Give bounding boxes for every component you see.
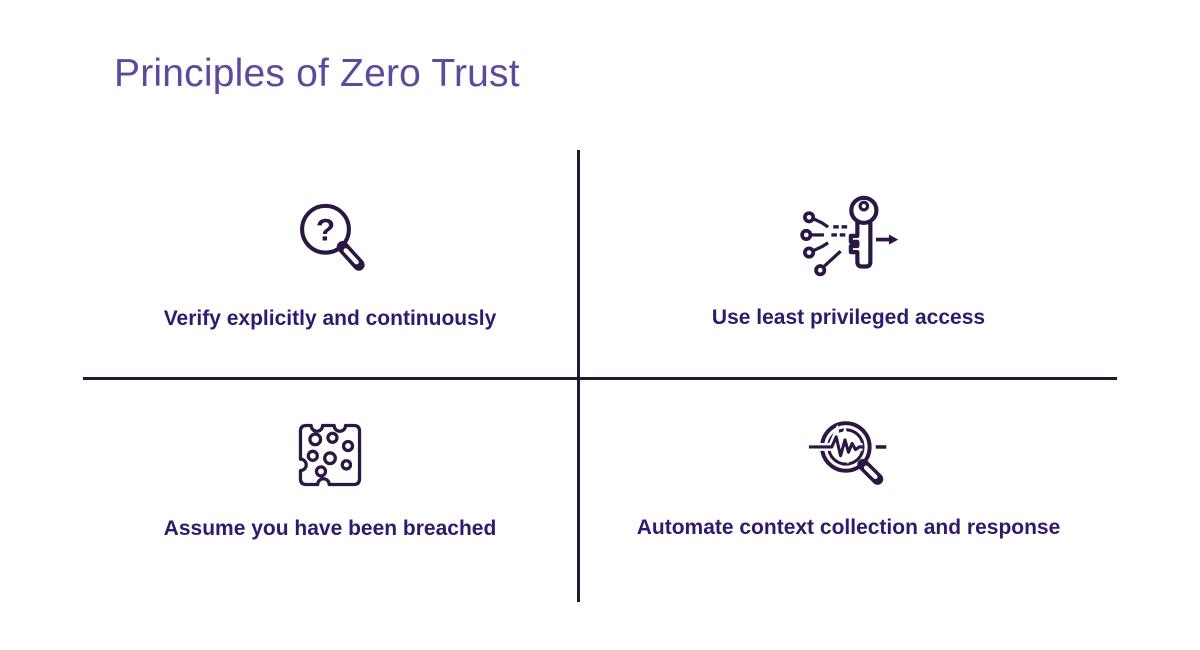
quadrant-label: Use least privileged access	[711, 306, 986, 329]
circuit-key-arrow-icon	[797, 194, 901, 292]
page-title: Principles of Zero Trust	[114, 52, 520, 95]
quadrant-least-privilege: Use least privileged access	[582, 150, 1115, 374]
quadrant-verify: ? Verify explicitly and continuously	[85, 150, 575, 374]
quadrant-label: Assume you have been breached	[163, 517, 497, 540]
quadrant-assume-breach: Assume you have been breached	[85, 381, 575, 599]
quadrant-automate: Automate context collection and response	[582, 381, 1115, 599]
magnifier-pulse-icon	[800, 410, 897, 503]
quadrant-label: Verify explicitly and continuously	[163, 307, 497, 330]
vertical-divider-line	[577, 150, 580, 602]
svg-text:?: ?	[316, 212, 335, 248]
swiss-cheese-icon	[289, 414, 371, 501]
horizontal-divider-line	[83, 377, 1117, 380]
quadrant-label: Automate context collection and response	[636, 516, 1061, 539]
magnifier-question-icon: ?	[285, 196, 375, 291]
